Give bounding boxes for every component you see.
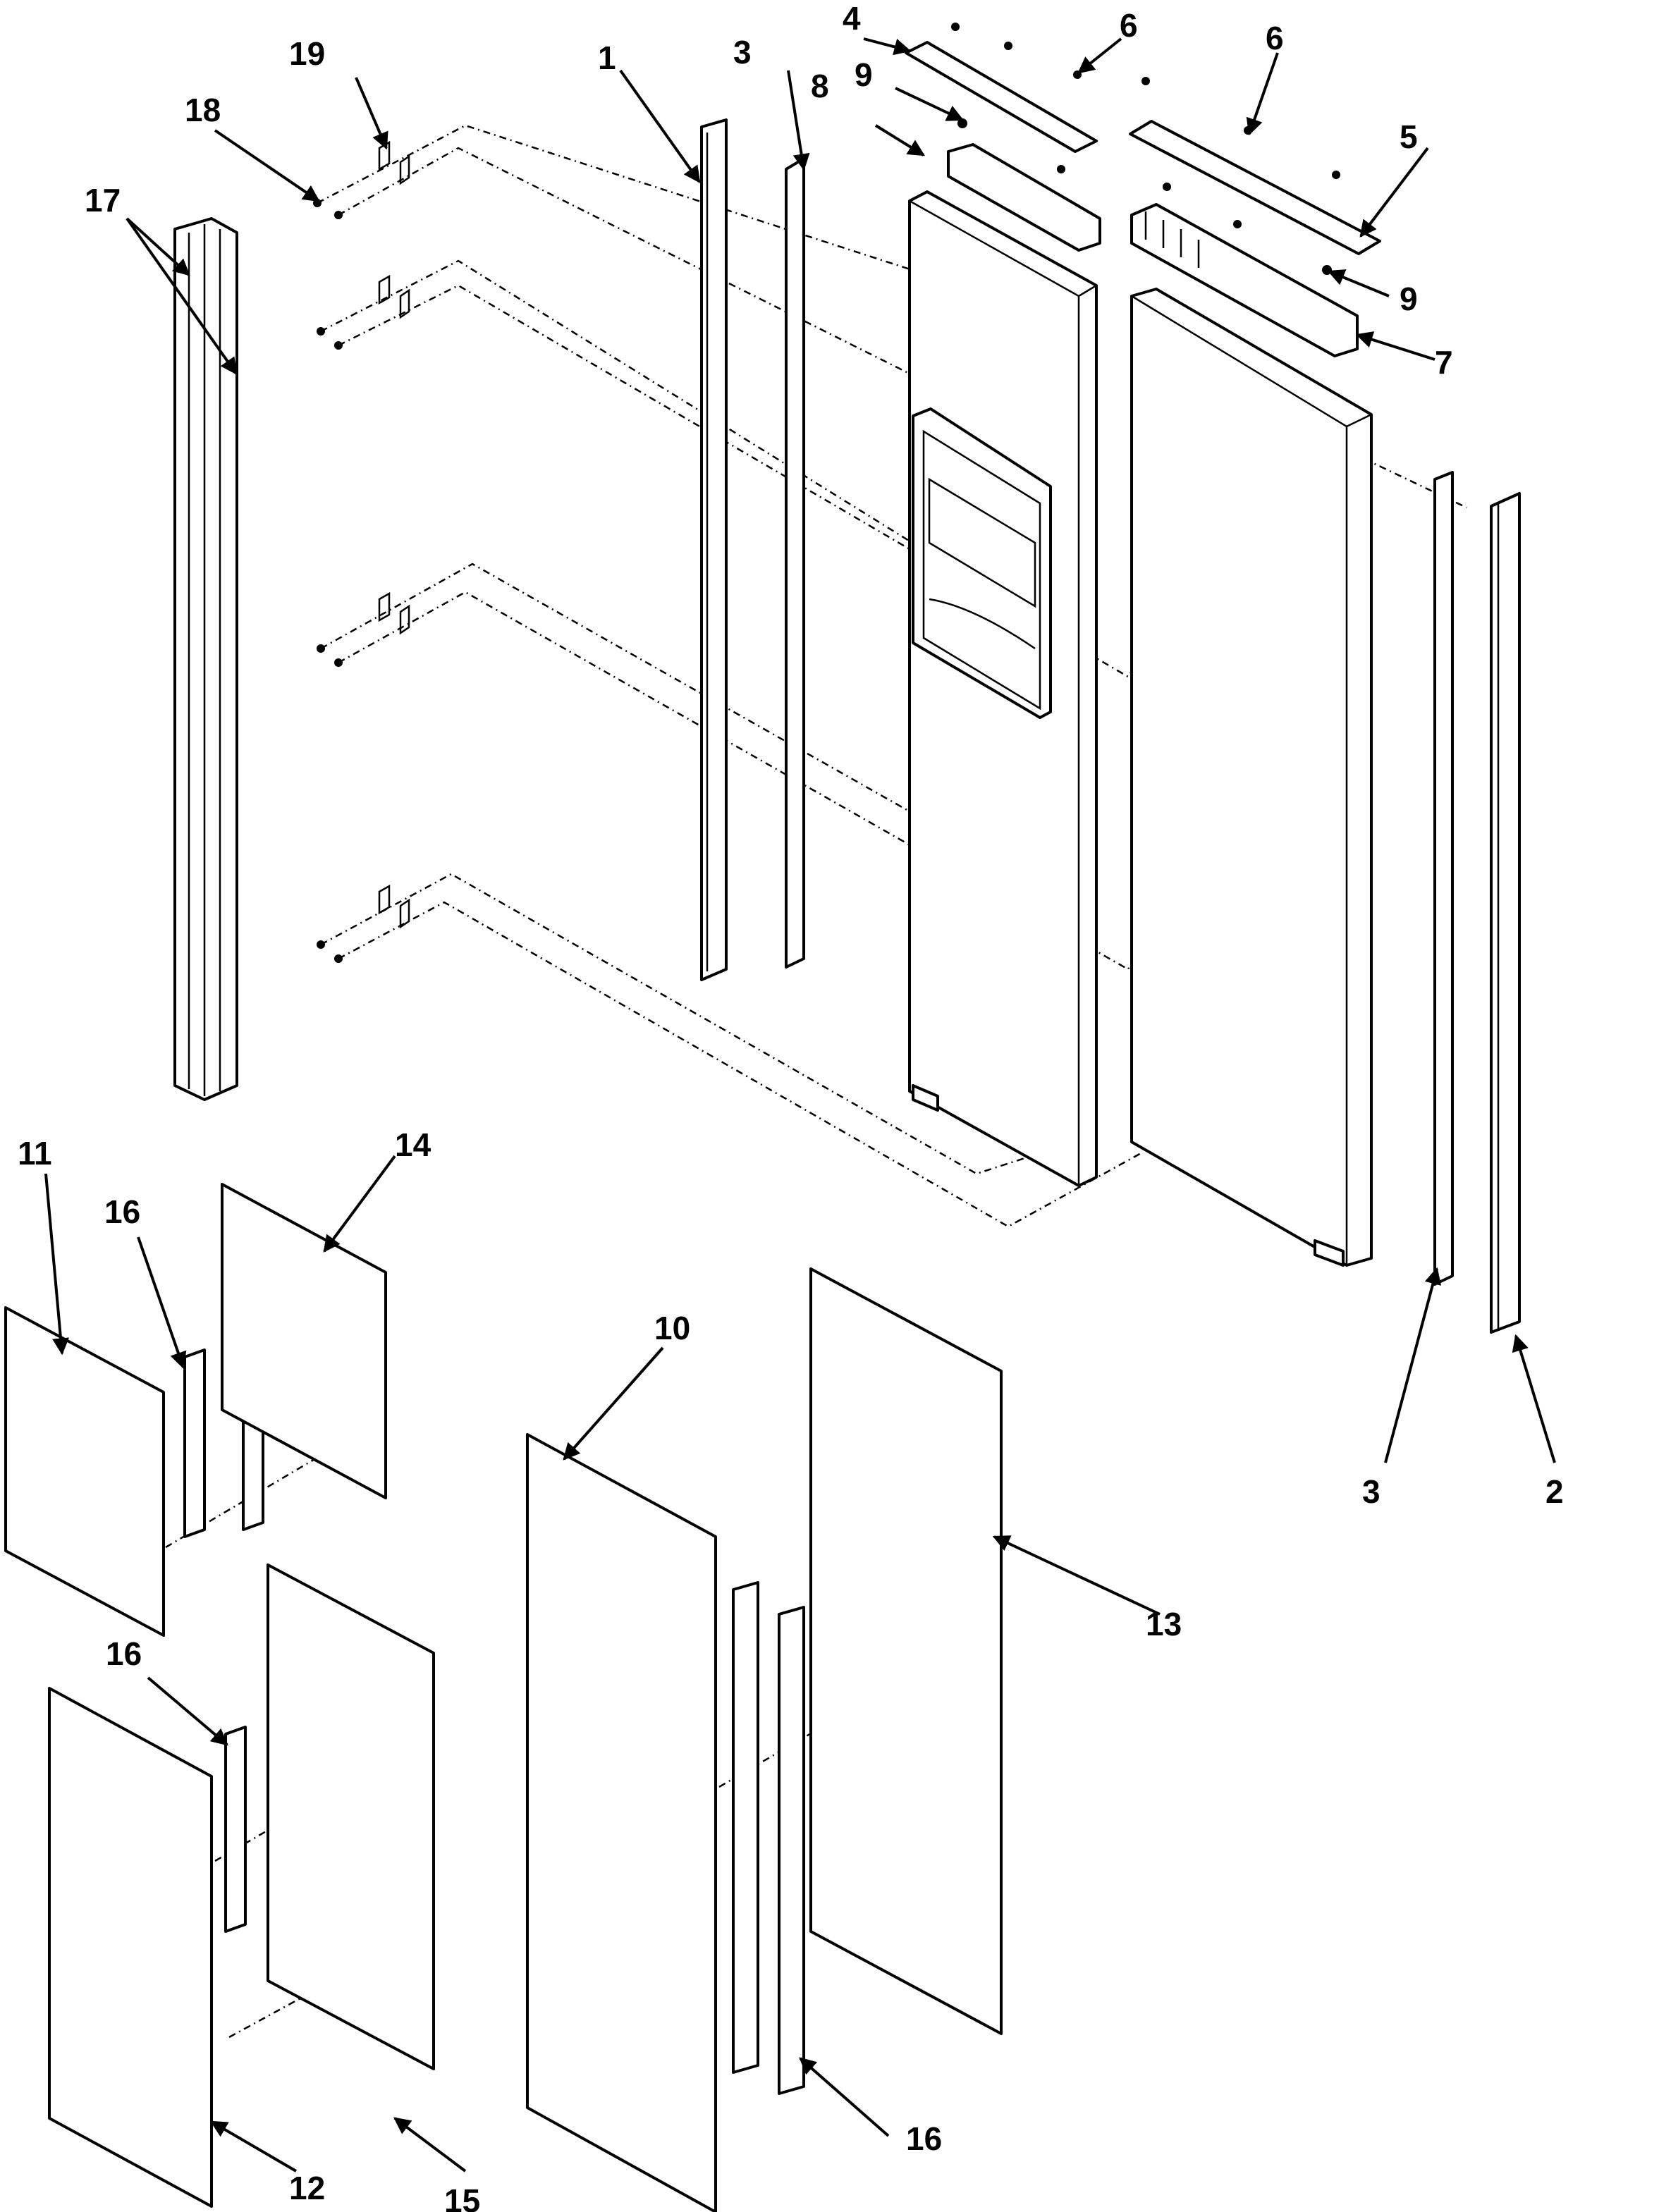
callout-3b: 3 bbox=[1362, 1473, 1381, 1510]
part-15-panel bbox=[267, 1563, 435, 2070]
callout-16c: 16 bbox=[906, 2120, 942, 2157]
part-7-cap-bracket-right bbox=[1130, 203, 1359, 357]
dispenser-recess bbox=[912, 407, 1052, 719]
freezer-door bbox=[908, 190, 1098, 1187]
callout-19: 19 bbox=[289, 35, 325, 72]
part-17-vertical-rail bbox=[173, 217, 238, 1101]
callout-15: 15 bbox=[444, 2182, 480, 2212]
part-8-cap-bracket-left bbox=[947, 143, 1101, 252]
part-5-top-cap-right bbox=[1129, 120, 1381, 255]
callout-12: 12 bbox=[289, 2170, 325, 2206]
hinge-row-3 bbox=[317, 591, 410, 667]
callout-1: 1 bbox=[598, 39, 616, 76]
part-11-panel bbox=[4, 1306, 165, 1637]
callout-18: 18 bbox=[185, 92, 221, 128]
callout-4: 4 bbox=[843, 0, 861, 37]
callout-8: 8 bbox=[811, 68, 829, 104]
callout-9b: 9 bbox=[1400, 281, 1418, 317]
callout-17: 17 bbox=[85, 182, 121, 219]
callout-5: 5 bbox=[1400, 118, 1418, 155]
hinge-row-1 bbox=[313, 140, 410, 219]
callout-10: 10 bbox=[654, 1310, 690, 1346]
callout-6a: 6 bbox=[1120, 7, 1138, 44]
callout-9a: 9 bbox=[855, 56, 873, 93]
refrigerator-door bbox=[1130, 288, 1373, 1267]
leader-lines bbox=[44, 37, 1556, 2173]
part-10-panel bbox=[526, 1433, 717, 2212]
part-4-top-cap-left bbox=[905, 41, 1098, 153]
part-1-trim-strip bbox=[700, 118, 728, 981]
hinge-clip-group bbox=[313, 140, 410, 963]
part-16-strip-center bbox=[732, 1581, 805, 2095]
callout-6b: 6 bbox=[1266, 20, 1284, 56]
hinge-row-2 bbox=[317, 274, 410, 350]
part-12-panel bbox=[48, 1687, 213, 2208]
callout-labels: 1 2 3 3 4 5 6 6 7 8 9 9 10 11 12 13 14 1… bbox=[18, 0, 1564, 2212]
part-3-trim-strip-left bbox=[785, 157, 805, 969]
part-2-trim-strip bbox=[1490, 492, 1521, 1334]
part-13-panel bbox=[809, 1267, 1003, 2035]
callout-14: 14 bbox=[395, 1126, 431, 1163]
callout-16a: 16 bbox=[104, 1193, 140, 1230]
hinge-row-4 bbox=[317, 884, 410, 963]
callout-16b: 16 bbox=[106, 1635, 142, 1672]
callout-13: 13 bbox=[1146, 1606, 1182, 1642]
callout-7: 7 bbox=[1435, 344, 1453, 381]
part-3-trim-strip-right bbox=[1433, 471, 1454, 1286]
callout-11: 11 bbox=[18, 1135, 52, 1172]
callout-3a: 3 bbox=[733, 34, 752, 70]
callout-2: 2 bbox=[1545, 1473, 1564, 1510]
